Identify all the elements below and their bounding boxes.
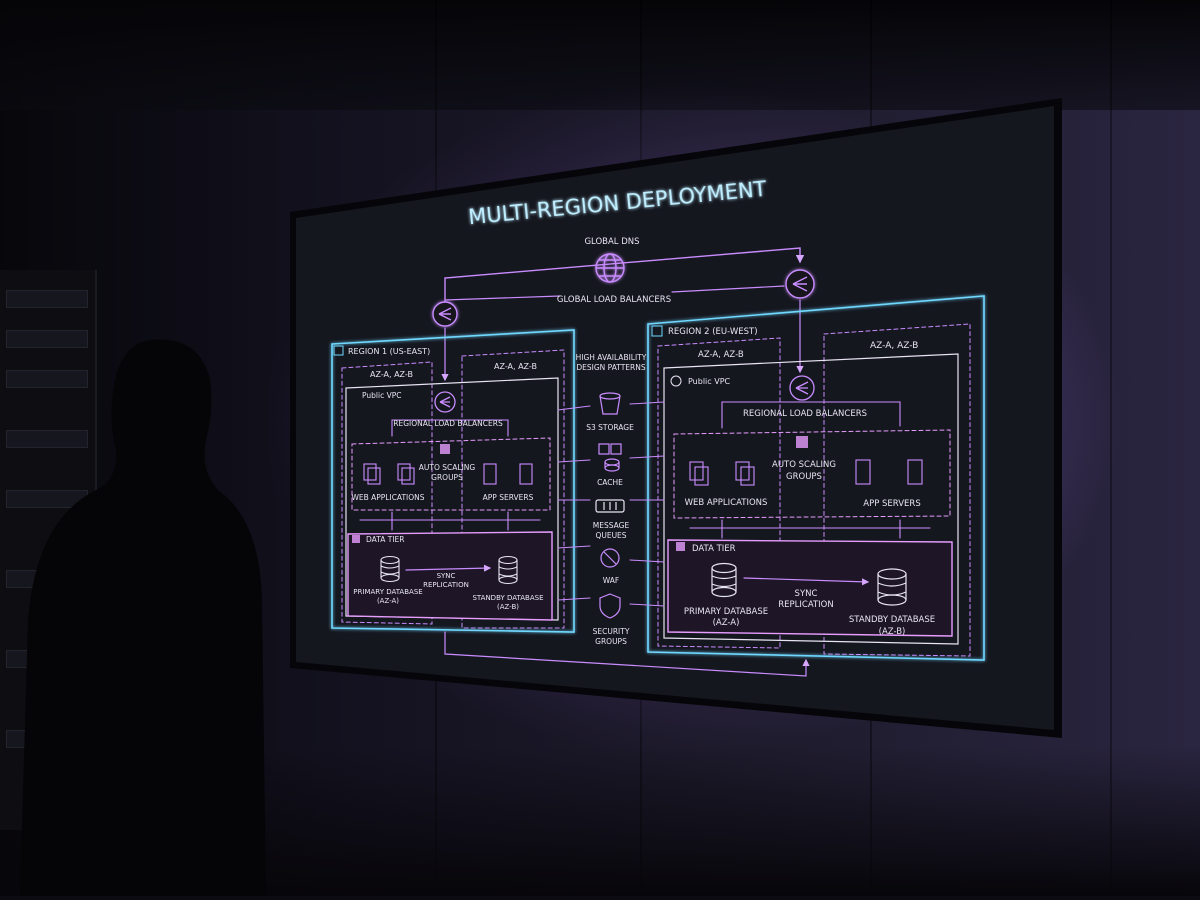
- database-icon: [877, 568, 907, 606]
- region2-rlb-fanout: [721, 401, 901, 429]
- region2-primary-label-1: PRIMARY DATABASE: [684, 607, 768, 617]
- load-balancer-icon: [434, 391, 456, 413]
- region2-data-tier-label: DATA TIER: [692, 544, 736, 554]
- region1-data-tier-box: [347, 531, 553, 621]
- bucket-icon: [599, 392, 621, 415]
- autoscale-icon: [440, 444, 450, 454]
- storage-label: S3 STORAGE: [586, 423, 634, 432]
- shield-icon: [599, 593, 621, 619]
- bottom-link: [444, 631, 810, 677]
- rack-slot: [6, 330, 88, 348]
- region1-az-left-label: AZ-A, AZ-B: [370, 370, 413, 379]
- region2-name: REGION 2 (EU-WEST): [668, 327, 758, 337]
- server-icon: [483, 463, 533, 485]
- globe-icon: [595, 253, 625, 283]
- patterns-heading-1: HIGH AVAILABILITY: [576, 353, 647, 362]
- load-balancer-icon: [789, 375, 815, 401]
- region1-az-left: [341, 361, 433, 625]
- cache-label: CACHE: [597, 478, 623, 487]
- server-icon: [855, 459, 923, 485]
- region1-data-tier-label: DATA TIER: [366, 535, 404, 544]
- region2-az-left-label: AZ-A, AZ-B: [698, 350, 744, 360]
- region1-sync-label-1: SYNC: [437, 572, 456, 580]
- patterns-heading-2: DESIGN PATTERNS: [576, 363, 645, 372]
- security-label-1: SECURITY: [593, 627, 630, 636]
- wall-seam: [1110, 0, 1112, 896]
- region2-asg-label-2: GROUPS: [786, 472, 822, 482]
- region2-asg-label-1: AUTO SCALING: [772, 460, 836, 470]
- region1-standby-label-1: STANDBY DATABASE: [472, 594, 543, 602]
- region1-to-data: [359, 511, 541, 531]
- autoscale-icon: [796, 436, 808, 448]
- region1-app-label: APP SERVERS: [483, 493, 534, 502]
- firewall-icon: [600, 548, 620, 568]
- region2-standby-label-2: (AZ-B): [879, 627, 906, 637]
- region1-rlb-label: REGIONAL LOAD BALANCERS: [393, 419, 503, 428]
- region1-sync-label-2: REPLICATION: [423, 581, 469, 589]
- database-icon: [498, 555, 518, 585]
- security-label-2: GROUPS: [595, 637, 627, 646]
- region1-sync-arrow: [405, 564, 492, 572]
- pattern-links-left: [557, 405, 591, 601]
- ceiling: [0, 0, 1200, 110]
- region2-rlb-label: REGIONAL LOAD BALANCERS: [743, 409, 867, 419]
- global-dns-label: GLOBAL DNS: [584, 237, 639, 247]
- cache-icon: [598, 443, 622, 472]
- global-lb-link: [444, 285, 785, 301]
- web-app-icon: [363, 463, 415, 485]
- region1-name: REGION 1 (US-EAST): [348, 347, 430, 356]
- region2-data-tier-box: [667, 539, 953, 637]
- person-silhouette: [20, 339, 266, 896]
- region1-primary-label-1: PRIMARY DATABASE: [353, 588, 422, 596]
- database-icon: [711, 562, 737, 598]
- region1-az-right-label: AZ-A, AZ-B: [494, 362, 537, 371]
- load-balancer-icon: [432, 301, 458, 327]
- region1-asg-label-1: AUTO SCALING: [419, 463, 476, 472]
- rack-slot: [6, 290, 88, 308]
- region1-asg-box: [351, 437, 551, 511]
- data-tier-icon: [352, 535, 360, 543]
- queues-label-1: MESSAGE: [593, 521, 630, 530]
- region2-standby-label-1: STANDBY DATABASE: [849, 615, 935, 625]
- rack-slot: [6, 430, 88, 448]
- region2-az-left: [657, 337, 781, 649]
- region1-standby-label-2: (AZ-B): [497, 603, 519, 611]
- region2-web-label: WEB APPLICATIONS: [685, 498, 768, 508]
- region2-sync-label-2: REPLICATION: [778, 600, 833, 610]
- region1-asg-label-2: GROUPS: [431, 473, 463, 482]
- region2-sync-arrow: [743, 577, 870, 586]
- region2-vpc-label: Public VPC: [688, 377, 731, 386]
- web-app-icon: [689, 461, 755, 486]
- region2-primary-label-2: (AZ-A): [713, 618, 740, 628]
- rack-slot: [6, 370, 88, 388]
- database-icon: [380, 555, 400, 583]
- region1-rlb-fanout: [391, 419, 509, 437]
- region2-asg-box: [673, 429, 951, 519]
- region1-az-right: [461, 349, 565, 629]
- region2-to-data: [689, 519, 931, 539]
- region1-primary-label-2: (AZ-A): [377, 597, 399, 605]
- region2-frame: [647, 295, 985, 661]
- data-tier-icon: [676, 542, 685, 551]
- region2-sync-label-1: SYNC: [795, 589, 818, 599]
- pattern-links-right: [629, 401, 665, 607]
- flag-icon: [651, 325, 663, 337]
- waf-label: WAF: [603, 576, 619, 585]
- region1-vpc-label: Public VPC: [362, 391, 401, 400]
- region2-vpc: [663, 353, 959, 645]
- queue-icon: [595, 499, 625, 513]
- region2-az-right-label: AZ-A, AZ-B: [870, 341, 918, 351]
- region1-frame: [331, 329, 575, 633]
- flag-icon: [333, 345, 344, 356]
- region1-web-label: WEB APPLICATIONS: [351, 493, 424, 502]
- queues-label-2: QUEUES: [595, 531, 626, 540]
- load-balancer-icon: [785, 269, 815, 299]
- cloud-icon: [670, 375, 682, 387]
- global-lb-label: GLOBAL LOAD BALANCERS: [557, 295, 671, 305]
- region2-app-label: APP SERVERS: [863, 499, 920, 509]
- region1-vpc: [345, 377, 559, 621]
